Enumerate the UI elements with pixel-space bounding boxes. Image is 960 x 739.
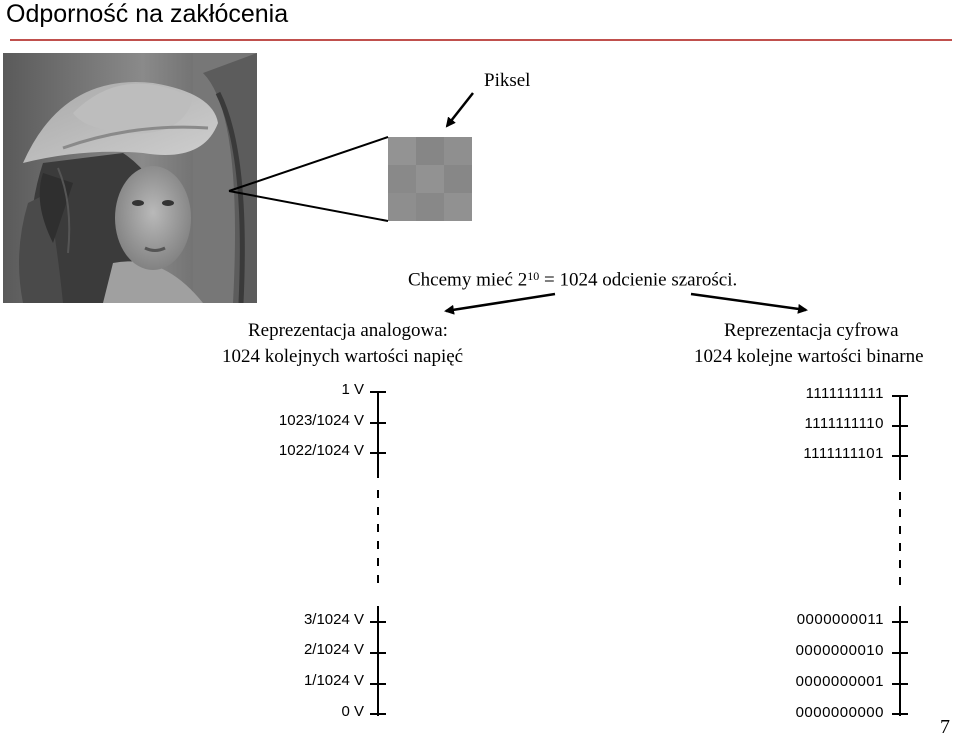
digital-code-label: 1111111110 [804, 415, 884, 432]
digital-code-label: 0000000011 [796, 611, 884, 628]
digital-code-label: 0000000010 [795, 642, 884, 659]
analog-level-label: 0 V [341, 703, 364, 720]
goal-caption: Chcemy mieć 210 = 1024 odcienie szarości… [408, 267, 737, 291]
analog-level-label: 1022/1024 V [278, 442, 364, 459]
analog-level-label: 3/1024 V [303, 611, 364, 628]
analog-arrow [444, 292, 556, 315]
digital-code-label: 1111111111 [805, 385, 884, 402]
digital-heading: Reprezentacja cyfrowa [724, 320, 899, 341]
digital-code-label: 1111111101 [803, 445, 884, 462]
digital-arrow [690, 292, 808, 314]
analog-subheading: 1024 kolejnych wartości napięć [222, 346, 464, 367]
slide-title: Odporność na zakłócenia [6, 0, 289, 28]
analog-level-label: 1 V [341, 381, 364, 398]
analog-level-label: 1023/1024 V [278, 412, 364, 429]
portrait-photo [3, 53, 257, 303]
goal-suffix: = 1024 odcienie szarości. [539, 269, 738, 291]
digital-subheading: 1024 kolejne wartości binarne [694, 346, 924, 367]
analog-heading: Reprezentacja analogowa: [248, 320, 448, 341]
goal-exponent: 10 [527, 269, 540, 283]
pixel-label: Piksel [484, 70, 531, 91]
magnified-pixel [388, 137, 472, 221]
title-underline [10, 39, 952, 41]
analog-level-label: 2/1024 V [303, 641, 364, 658]
analog-level-label: 1/1024 V [303, 672, 364, 689]
goal-prefix: Chcemy mieć 2 [408, 269, 528, 291]
page-number: 7 [940, 716, 950, 738]
digital-code-label: 0000000001 [795, 673, 884, 690]
pixel-arrow [445, 92, 474, 128]
digital-code-label: 0000000000 [795, 704, 884, 721]
